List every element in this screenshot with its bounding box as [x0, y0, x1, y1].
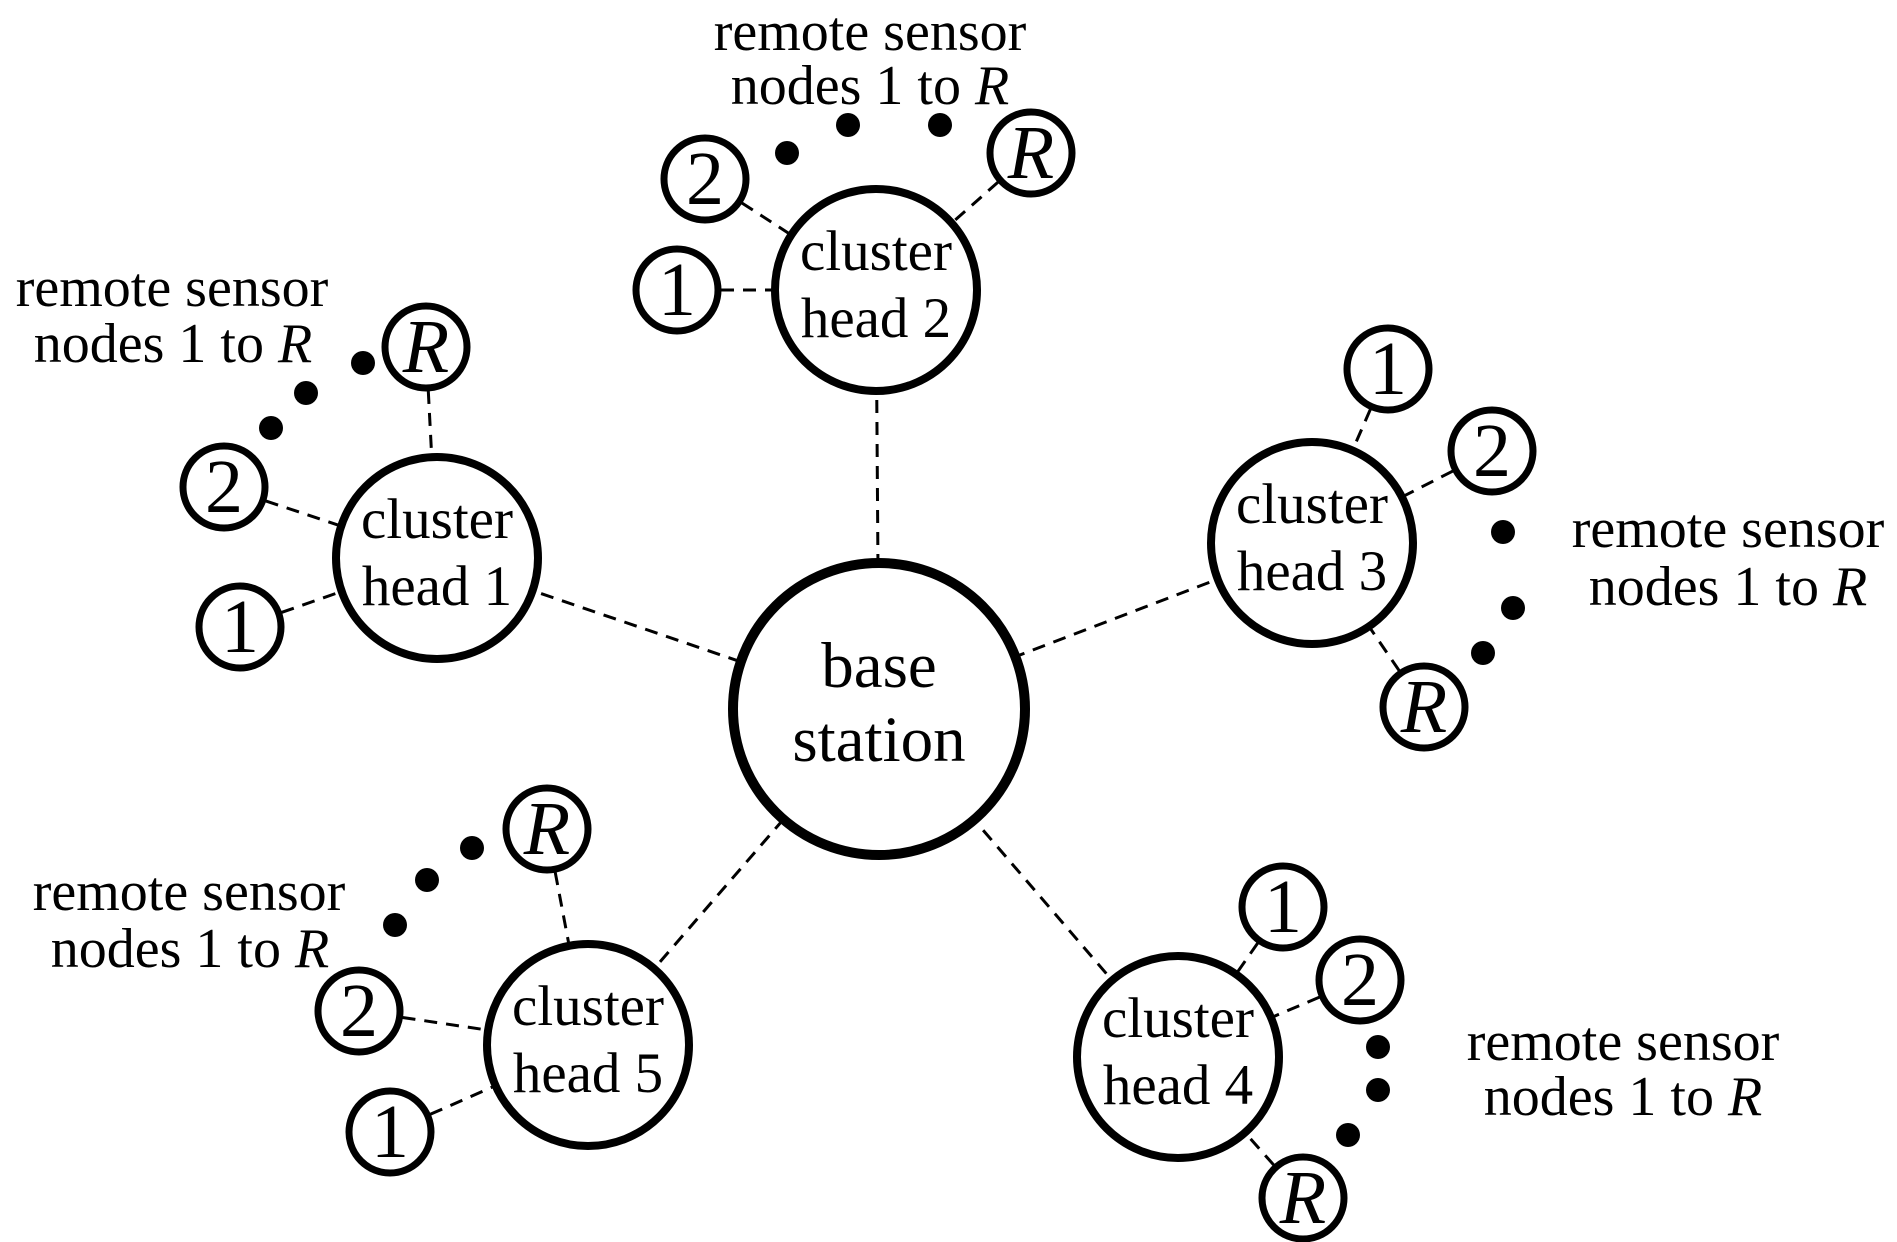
cluster-head-3-sensor-2-circle: [1447, 406, 1537, 496]
cluster-head-5-sensor-2-circle: [314, 966, 404, 1056]
cluster-head-2-caption-line-2: nodes 1 to R: [731, 55, 1009, 117]
cluster-head-5-label-line-2: head 5: [513, 1042, 663, 1105]
cluster-head-5-ellipsis-dot-2: [415, 868, 439, 892]
cluster-head-4-sensor-R-circle: [1258, 1153, 1348, 1242]
cluster-head-4-sensor-2-label: 2: [1341, 938, 1379, 1022]
cluster-head-4-sensor-1-label: 1: [1264, 865, 1302, 949]
cluster-head-4-label-line-2: head 4: [1103, 1054, 1253, 1117]
cluster-head-4-ellipsis-dot-2: [1366, 1078, 1390, 1102]
cluster-head-2-ellipsis-dot-2: [836, 113, 860, 137]
cluster-head-3-ellipsis-dot-3: [1471, 641, 1495, 665]
cluster-head-1-ellipsis-dot-3: [259, 416, 283, 440]
cluster-head-2-sensor-2-circle: [660, 134, 750, 224]
cluster-head-1-sensor-R-circle: [381, 302, 471, 392]
cluster-head-4-circle: [1073, 952, 1283, 1162]
cluster-head-5-sensor-2-label: 2: [340, 969, 378, 1053]
cluster-head-5-sensor-R-label: R: [523, 787, 570, 871]
cluster-head-1-sensor-1-label: 1: [221, 585, 259, 669]
cluster-head-1-sensor-2-label: 2: [205, 445, 243, 529]
cluster-head-2-circle: [771, 185, 981, 395]
cluster-head-5-circle: [483, 940, 693, 1150]
cluster-head-1-sensor-1-circle: [195, 582, 285, 672]
cluster-head-2-sensor-1-label: 1: [658, 248, 696, 332]
cluster-head-5-ellipsis-dot-1: [460, 836, 484, 860]
ellipsis-dots-layer: [259, 113, 1525, 1147]
cluster-head-4-sensor-R-label: R: [1279, 1156, 1326, 1240]
cluster-head-5-sensor-1-circle: [345, 1087, 435, 1177]
cluster-head-3-sensor-1-circle: [1343, 324, 1433, 414]
cluster-head-4-ellipsis-dot-1: [1366, 1035, 1390, 1059]
cluster-head-5-sensor-R-circle: [502, 784, 592, 874]
cluster-head-5-label-line-1: cluster: [512, 975, 664, 1038]
cluster-head-2-ellipsis-dot-3: [928, 113, 952, 137]
cluster-head-1-label-line-2: head 1: [362, 555, 512, 618]
cluster-head-3-sensor-R-circle: [1379, 662, 1469, 752]
cluster-head-2-sensor-2-label: 2: [686, 137, 724, 221]
cluster-head-3-sensor-R-label: R: [1400, 665, 1447, 749]
cluster-head-2-ellipsis-dot-1: [775, 141, 799, 165]
cluster-head-4-caption-line-1: remote sensor: [1467, 1011, 1780, 1073]
cluster-head-1-sensor-2-circle: [179, 442, 269, 532]
cluster-head-3-ellipsis-dot-1: [1491, 520, 1515, 544]
base-station-circle: [728, 558, 1030, 860]
cluster-head-5-caption-line-2: nodes 1 to R: [51, 918, 329, 980]
cluster-head-4-sensor-2-circle: [1315, 935, 1405, 1025]
cluster-head-4-ellipsis-dot-3: [1336, 1123, 1360, 1147]
cluster-head-1-sensor-R-label: R: [402, 305, 449, 389]
cluster-head-3-sensor-1-label: 1: [1369, 327, 1407, 411]
cluster-head-4-label-line-1: cluster: [1102, 987, 1254, 1050]
cluster-head-5-sensor-1-label: 1: [371, 1090, 409, 1174]
link-cluster-head-5-sensor-2: [358, 1009, 589, 1047]
cluster-head-3-label-line-2: head 3: [1237, 540, 1387, 603]
cluster-head-3-ellipsis-dot-2: [1501, 596, 1525, 620]
cluster-head-4-caption-line-2: nodes 1 to R: [1484, 1066, 1762, 1128]
cluster-head-2-label-line-1: cluster: [800, 220, 952, 283]
cluster-head-4-sensor-1-circle: [1238, 862, 1328, 952]
cluster-head-1-label-line-1: cluster: [361, 488, 513, 551]
cluster-head-2-sensor-1-circle: [632, 245, 722, 335]
cluster-head-2-sensor-R-circle: [986, 108, 1076, 198]
cluster-head-5-ellipsis-dot-3: [383, 913, 407, 937]
cluster-head-2-sensor-R-label: R: [1007, 111, 1054, 195]
cluster-head-3-circle: [1207, 438, 1417, 648]
base-station-label-line-1: base: [821, 630, 937, 702]
cluster-head-3-label-line-1: cluster: [1236, 473, 1388, 536]
cluster-head-2-label-line-2: head 2: [801, 287, 951, 350]
cluster-head-1-ellipsis-dot-2: [294, 381, 318, 405]
cluster-head-5-caption-line-1: remote sensor: [33, 861, 346, 923]
cluster-head-1-circle: [332, 453, 542, 663]
cluster-head-2-caption-line-1: remote sensor: [714, 1, 1027, 63]
cluster-head-1-ellipsis-dot-1: [351, 351, 375, 375]
cluster-head-3-sensor-2-label: 2: [1473, 409, 1511, 493]
cluster-head-1-caption-line-1: remote sensor: [16, 257, 329, 319]
base-station-label-line-2: station: [792, 704, 965, 776]
cluster-head-3-caption-line-2: nodes 1 to R: [1589, 556, 1867, 618]
cluster-head-1-caption-line-2: nodes 1 to R: [34, 313, 312, 375]
cluster-head-3-caption-line-1: remote sensor: [1572, 498, 1885, 560]
